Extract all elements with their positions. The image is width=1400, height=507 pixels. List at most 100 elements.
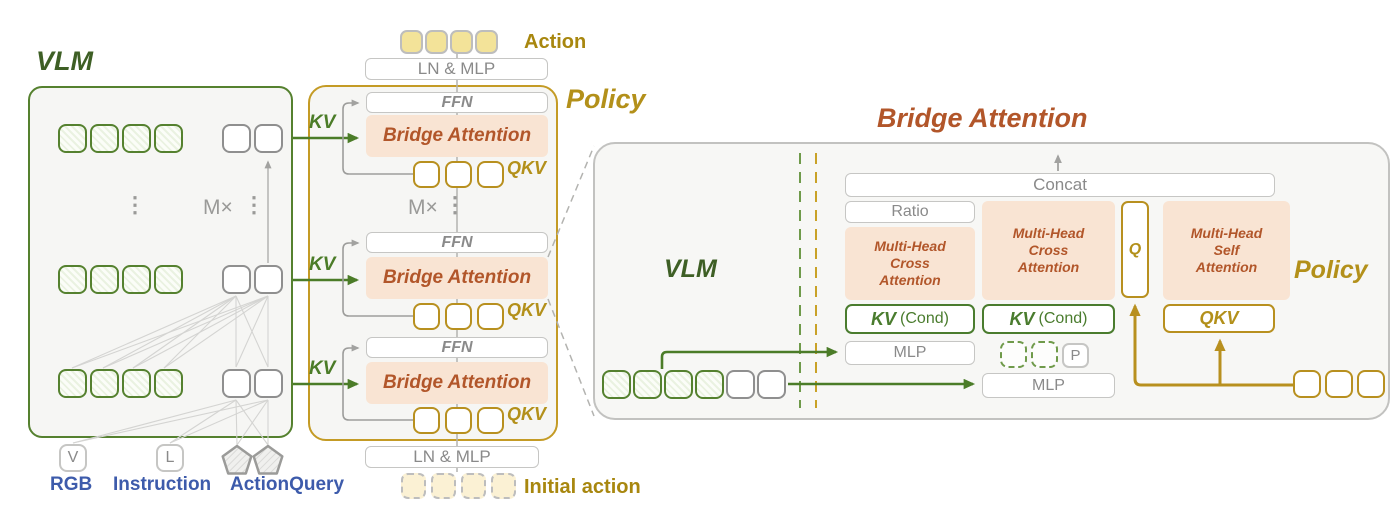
ln-mlp-bottom-label: LN & MLP xyxy=(413,447,491,466)
concat-box: Concat xyxy=(845,173,1275,197)
mlp-label: MLP xyxy=(893,344,927,361)
mlp-box-1: MLP xyxy=(845,341,975,365)
policy-token xyxy=(1293,370,1321,398)
kv-cond-box-1: KV (Cond) xyxy=(845,304,975,334)
ffn-label: FFN xyxy=(441,233,473,251)
kv-label-1: KV xyxy=(309,112,336,133)
action-query-label: ActionQuery xyxy=(230,474,345,495)
q-label: Q xyxy=(1128,240,1142,258)
qkv-label-1: QKV xyxy=(507,158,547,178)
qkv-token xyxy=(413,407,440,434)
vlm-token xyxy=(222,369,251,398)
vlm-dots-right: ⋮ xyxy=(243,192,265,217)
vlm-token xyxy=(254,369,283,398)
qkv-token-row-3 xyxy=(413,407,504,434)
kv-cond-kv: KV xyxy=(1009,308,1035,329)
kv-cond-cond: (Cond) xyxy=(1038,310,1088,327)
initial-action-token xyxy=(401,473,426,499)
instruction-input-box: L xyxy=(156,444,184,472)
ln-mlp-top-label: LN & MLP xyxy=(417,59,496,78)
vlm-token xyxy=(222,265,251,294)
pentagon-icon xyxy=(252,444,284,475)
vlm-token xyxy=(154,369,183,398)
p-box: P xyxy=(1062,343,1089,368)
vlm-token-row-1-green xyxy=(58,124,183,153)
vlm-token xyxy=(58,369,87,398)
bridge-attention-label: Bridge Attention xyxy=(382,125,532,146)
vlm-token xyxy=(254,265,283,294)
cond-dashed-token-row xyxy=(1000,341,1058,368)
detail-vlm-token-row xyxy=(602,370,786,399)
bridge-attention-label: Bridge Attention xyxy=(382,372,532,393)
concat-label: Concat xyxy=(1033,175,1087,194)
vlm-dots-left: ⋮ xyxy=(124,192,146,217)
vlm-token-row-1-gray xyxy=(222,124,283,153)
ffn-box-3: FFN xyxy=(366,337,548,358)
detail-title: Bridge Attention xyxy=(877,103,1088,133)
qkv-token xyxy=(445,303,472,330)
vlm-token xyxy=(633,370,662,399)
mhca-label: Multi-Head Cross Attention xyxy=(1012,225,1085,275)
q-box: Q xyxy=(1121,201,1149,298)
ratio-label: Ratio xyxy=(891,203,929,220)
initial-action-token xyxy=(461,473,486,499)
vlm-token xyxy=(254,124,283,153)
cond-token xyxy=(1031,341,1058,368)
ratio-box: Ratio xyxy=(845,201,975,223)
vlm-token xyxy=(154,265,183,294)
detail-policy-token-row xyxy=(1293,370,1385,398)
action-token xyxy=(450,30,473,54)
rgb-input-letter: V xyxy=(67,449,79,466)
p-label: P xyxy=(1070,347,1081,364)
initial-action-token-row xyxy=(401,473,516,499)
vlm-token-row-2-gray xyxy=(222,265,283,294)
mlp-label: MLP xyxy=(1032,376,1065,394)
vlm-token xyxy=(90,369,119,398)
initial-action-token xyxy=(491,473,516,499)
vlm-token-row-3-gray xyxy=(222,369,283,398)
vlm-token xyxy=(90,265,119,294)
rgb-input-box: V xyxy=(59,444,87,472)
action-token-row xyxy=(400,30,498,54)
instruction-input-letter: L xyxy=(165,449,175,466)
mhca-label: Multi-Head Cross Attention xyxy=(874,238,946,288)
vlm-token xyxy=(154,124,183,153)
qkv-token xyxy=(413,161,440,188)
vlm-title: VLM xyxy=(36,46,93,76)
vlm-token xyxy=(695,370,724,399)
detail-policy-label: Policy xyxy=(1294,256,1368,284)
qkv-token xyxy=(477,303,504,330)
ln-mlp-top-box: LN & MLP xyxy=(365,58,548,80)
qkv-token-row-2 xyxy=(413,303,504,330)
qkv-label-3: QKV xyxy=(507,404,547,424)
initial-action-label: Initial action xyxy=(524,476,641,498)
policy-title: Policy xyxy=(566,84,646,114)
vlm-token xyxy=(122,124,151,153)
qkv-token xyxy=(413,303,440,330)
vlm-token xyxy=(58,124,87,153)
kv-cond-kv: KV xyxy=(871,308,897,329)
initial-action-token xyxy=(431,473,456,499)
qkv-token-row-1 xyxy=(413,161,504,188)
kv-label-3: KV xyxy=(309,358,336,379)
multi-head-cross-attention-box-2: Multi-Head Cross Attention xyxy=(982,201,1115,300)
action-token xyxy=(475,30,498,54)
mlp-box-2: MLP xyxy=(982,373,1115,398)
vlm-token-row-2-green xyxy=(58,265,183,294)
qkv-box-label: QKV xyxy=(1199,308,1239,328)
policy-m-times: M× xyxy=(408,196,438,219)
vlm-token xyxy=(58,265,87,294)
policy-token xyxy=(1357,370,1385,398)
qkv-token xyxy=(445,407,472,434)
pentagon-icon xyxy=(221,444,253,475)
mhsa-label: Multi-Head Self Attention xyxy=(1190,225,1263,275)
kv-cond-box-2: KV (Cond) xyxy=(982,304,1115,334)
bridge-attention-box-1: Bridge Attention xyxy=(366,115,548,157)
qkv-label-2: QKV xyxy=(507,300,547,320)
qkv-box: QKV xyxy=(1163,304,1275,333)
ffn-label: FFN xyxy=(441,338,473,356)
rgb-label: RGB xyxy=(50,474,93,495)
vlm-m-times: M× xyxy=(203,196,233,219)
kv-cond-cond: (Cond) xyxy=(900,310,949,327)
